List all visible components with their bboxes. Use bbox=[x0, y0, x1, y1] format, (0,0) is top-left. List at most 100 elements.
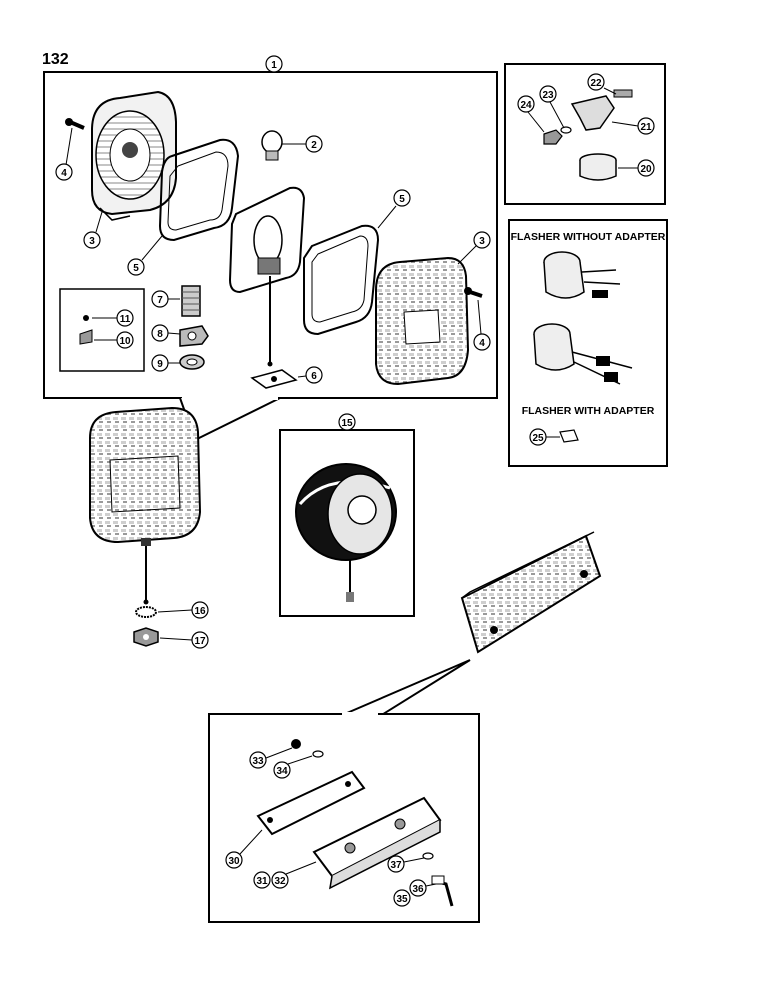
cover-plate bbox=[256, 770, 366, 836]
round-lamp bbox=[295, 463, 397, 602]
callout-11: 11 bbox=[92, 309, 134, 327]
callout-4-left: 4 bbox=[55, 127, 73, 181]
flasher-can bbox=[579, 153, 617, 181]
callout-1: 1 bbox=[265, 55, 283, 73]
spacer-tube bbox=[181, 285, 201, 317]
nut-small bbox=[543, 129, 563, 145]
svg-text:24: 24 bbox=[520, 100, 532, 111]
callout-37: 37 bbox=[387, 855, 425, 873]
callout-4-right: 4 bbox=[473, 299, 491, 351]
callout-17: 17 bbox=[159, 631, 209, 649]
svg-text:35: 35 bbox=[396, 894, 408, 905]
lamp-nut bbox=[133, 627, 159, 647]
svg-text:3: 3 bbox=[89, 236, 95, 247]
callout-34: 34 bbox=[273, 755, 313, 779]
small-screw bbox=[79, 315, 93, 345]
svg-text:5: 5 bbox=[399, 194, 405, 205]
svg-text:25: 25 bbox=[532, 433, 544, 444]
svg-text:20: 20 bbox=[640, 164, 652, 175]
callout-31: 31 bbox=[253, 871, 271, 889]
callout-22: 22 bbox=[587, 73, 617, 95]
svg-text:17: 17 bbox=[194, 636, 206, 647]
flasher-comparison-box bbox=[508, 219, 668, 467]
svg-text:1: 1 bbox=[271, 60, 277, 71]
callout-9: 9 bbox=[151, 354, 180, 372]
gasket-small bbox=[250, 369, 298, 389]
svg-text:32: 32 bbox=[274, 876, 286, 887]
svg-text:30: 30 bbox=[228, 856, 240, 867]
rect-lamp-pointer bbox=[339, 659, 471, 717]
callout-36: 36 bbox=[409, 879, 437, 897]
svg-text:8: 8 bbox=[157, 329, 163, 340]
flasher-with-adapter bbox=[533, 323, 633, 385]
page-number: 132 bbox=[42, 51, 69, 68]
gasket-left bbox=[158, 138, 240, 242]
callout-23: 23 bbox=[539, 85, 565, 129]
flasher-unit-box bbox=[504, 63, 666, 205]
bolt bbox=[431, 875, 454, 907]
socket-plate bbox=[228, 186, 306, 367]
svg-text:37: 37 bbox=[390, 860, 402, 871]
lamp-housing-left bbox=[91, 90, 177, 221]
callout-10: 10 bbox=[94, 331, 134, 349]
svg-text:21: 21 bbox=[640, 122, 652, 133]
svg-text:36: 36 bbox=[412, 884, 424, 895]
svg-text:33: 33 bbox=[252, 756, 264, 767]
svg-text:11: 11 bbox=[120, 314, 131, 325]
callout-5-left: 5 bbox=[127, 235, 163, 276]
svg-text:2: 2 bbox=[311, 140, 317, 151]
callout-20: 20 bbox=[618, 159, 655, 177]
mount-screw bbox=[291, 739, 301, 749]
screw-inset-box bbox=[59, 288, 145, 372]
callout-3-right: 3 bbox=[457, 231, 491, 265]
callout-24: 24 bbox=[517, 95, 545, 133]
callout-5-right: 5 bbox=[377, 189, 411, 229]
mount-washer bbox=[312, 750, 324, 758]
lamp-assembly-box bbox=[43, 71, 498, 399]
svg-text:6: 6 bbox=[311, 371, 317, 382]
callout-30: 30 bbox=[225, 829, 263, 869]
svg-text:31: 31 bbox=[256, 876, 268, 887]
screw-right bbox=[464, 287, 483, 298]
callout-35: 35 bbox=[393, 889, 411, 907]
callout-2: 2 bbox=[282, 135, 323, 153]
callout-15: 15 bbox=[338, 413, 356, 431]
flasher-without-adapter-label: FLASHER WITHOUT ADAPTER bbox=[511, 231, 666, 243]
lock-washer bbox=[135, 606, 157, 618]
flasher-with-adapter-label: FLASHER WITH ADAPTER bbox=[522, 405, 655, 417]
callout-7: 7 bbox=[151, 290, 180, 308]
bulb bbox=[261, 130, 283, 161]
hex-nut bbox=[179, 325, 209, 347]
bolt-washer bbox=[422, 852, 434, 860]
washer-small bbox=[560, 126, 572, 134]
lamp-base bbox=[312, 796, 442, 890]
flasher-without-adapter bbox=[543, 251, 621, 299]
svg-text:15: 15 bbox=[341, 418, 353, 429]
svg-text:22: 22 bbox=[590, 78, 602, 89]
callout-8: 8 bbox=[151, 324, 181, 342]
callout-33: 33 bbox=[249, 747, 293, 769]
svg-text:4: 4 bbox=[61, 168, 67, 179]
callout-32: 32 bbox=[271, 861, 317, 889]
gasket-right bbox=[303, 224, 380, 336]
svg-text:16: 16 bbox=[194, 606, 206, 617]
callout-21: 21 bbox=[611, 117, 655, 135]
bracket bbox=[570, 89, 633, 131]
svg-text:9: 9 bbox=[157, 359, 163, 370]
adapter-clip bbox=[559, 429, 579, 443]
svg-text:4: 4 bbox=[479, 338, 485, 349]
svg-text:5: 5 bbox=[133, 263, 139, 274]
washer bbox=[179, 354, 205, 370]
callout-3-left: 3 bbox=[83, 211, 103, 249]
callout-16: 16 bbox=[157, 601, 209, 619]
svg-text:10: 10 bbox=[119, 336, 131, 347]
rectangular-lamp bbox=[460, 531, 602, 654]
svg-text:7: 7 bbox=[157, 295, 163, 306]
callout-6: 6 bbox=[297, 366, 323, 384]
svg-text:3: 3 bbox=[479, 236, 485, 247]
svg-text:23: 23 bbox=[542, 90, 554, 101]
screw-left bbox=[65, 118, 85, 130]
svg-text:34: 34 bbox=[276, 766, 288, 777]
callout-25: 25 bbox=[529, 428, 560, 446]
